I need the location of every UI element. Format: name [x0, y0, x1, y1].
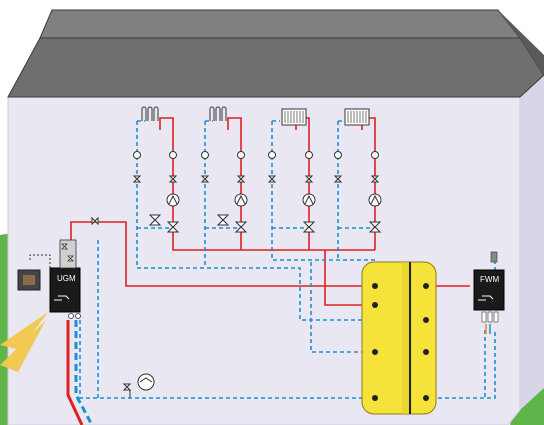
ugm-module: UGM: [49, 239, 81, 319]
valve-icon: [168, 175, 178, 183]
tube-radiator-icon: [209, 106, 227, 121]
circulation-pump-icon: [166, 193, 180, 207]
valve-icon: [304, 175, 314, 183]
return-pipes: [29, 120, 496, 425]
expansion-unit: [122, 373, 155, 398]
circulation-pump-icon: [302, 193, 316, 207]
radiator-4: [344, 108, 370, 126]
roof-top: [39, 9, 522, 39]
thermometer-icon: [237, 151, 245, 159]
radiator-3: [281, 108, 307, 126]
valve-icon: [91, 216, 99, 226]
three-way-mixer-icon: [148, 214, 162, 226]
burner-window-icon: [17, 269, 41, 291]
radiator-1: [141, 106, 159, 121]
solar-rays-icon: [0, 312, 48, 372]
pumps: [166, 193, 382, 207]
radiators: [141, 106, 370, 126]
house-side-wall: [520, 75, 544, 410]
thermometer-icon: [169, 151, 177, 159]
thermometer-icon: [133, 151, 141, 159]
pressure-gauge-icon: [137, 373, 155, 391]
thermometer-icon: [371, 151, 379, 159]
mixers: [148, 214, 382, 233]
roof: [7, 37, 544, 98]
valves: [91, 175, 380, 226]
thermometer-icon: [268, 151, 276, 159]
three-way-mixer-icon: [216, 214, 230, 226]
house-wall: [7, 96, 521, 425]
house: [7, 9, 544, 425]
thermometer-icon: [201, 151, 209, 159]
three-way-mixer-icon: [302, 221, 316, 233]
tank-ports: [372, 283, 429, 401]
tube-radiator-icon: [141, 106, 159, 121]
fwm-valves: [481, 311, 499, 323]
tank-body: [361, 261, 437, 415]
valve-icon: [267, 175, 277, 183]
thermometer-icon: [305, 151, 313, 159]
fwm-sensor: [490, 251, 498, 263]
three-way-mixer-icon: [368, 221, 382, 233]
fwm-label: FWM: [480, 275, 499, 284]
valve-icon: [132, 175, 142, 183]
three-way-mixer-icon: [234, 221, 248, 233]
valve-icon: [200, 175, 210, 183]
circulation-pump-icon: [368, 193, 382, 207]
fwm-body: [473, 269, 505, 311]
valve-icon: [236, 175, 246, 183]
buffer-storage-tank: [361, 261, 437, 415]
ugm-label: UGM: [57, 274, 76, 283]
circulation-pump-icon: [234, 193, 248, 207]
ugm-body: [49, 267, 81, 313]
thermometer-icon: [334, 151, 342, 159]
three-way-mixer-icon: [166, 221, 180, 233]
fwm-module: FWM: [473, 251, 505, 334]
valve-icon: [370, 175, 380, 183]
valve-icon: [122, 383, 132, 391]
radiator-2: [209, 106, 227, 121]
valve-icon: [333, 175, 343, 183]
thermometers: [133, 151, 379, 159]
